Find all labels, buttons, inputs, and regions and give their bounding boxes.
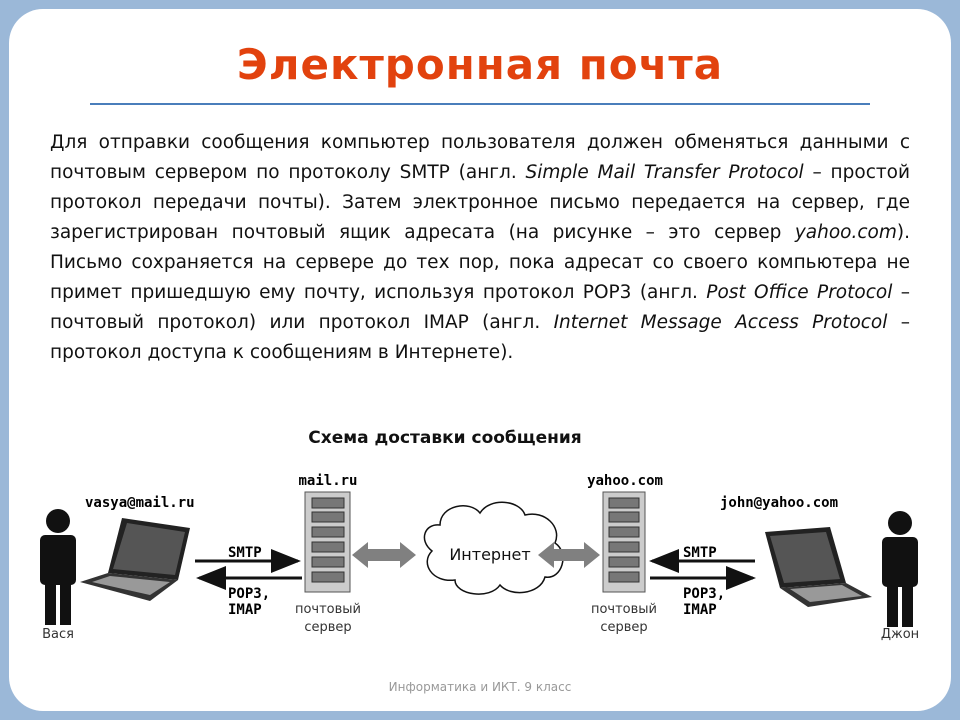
person-icon	[40, 509, 76, 625]
laptop-icon	[80, 518, 190, 601]
text: – протокол доступа к сообщениям в Интерн…	[50, 312, 910, 363]
receiver-name: Джон	[881, 627, 919, 642]
server-label-right-2: сервер	[600, 620, 647, 635]
slide-footer: Информатика и ИКТ. 9 класс	[388, 680, 572, 694]
internet-label: Интернет	[449, 545, 530, 564]
pop3-label-left: POP3,	[228, 586, 270, 602]
text-italic: yahoo.com	[794, 222, 897, 243]
text: Для отправки сообщения компьютер пользов…	[50, 132, 910, 183]
cloud-icon	[423, 501, 564, 595]
server-icon	[304, 491, 351, 593]
text-italic: Simple Mail Transfer Protocol	[525, 162, 804, 183]
receiver-email: john@yahoo.com	[720, 495, 838, 511]
person-icon	[882, 511, 918, 627]
text: ). Письмо сохраняется на сервере до тех …	[50, 222, 910, 303]
sender-email: vasya@mail.ru	[85, 495, 195, 511]
imap-label-left: IMAP	[228, 602, 262, 618]
laptop-icon	[765, 527, 872, 607]
slide-title: Электронная почта	[236, 40, 724, 89]
text: – простой протокол передачи почты). Зате…	[50, 162, 910, 243]
smtp-label-right: SMTP	[683, 545, 717, 561]
diagram-caption: Схема доставки сообщения	[308, 428, 582, 448]
server-label-left: почтовый	[295, 602, 361, 617]
smtp-label-left: SMTP	[228, 545, 262, 561]
title-divider	[90, 103, 870, 105]
body-paragraph: Для отправки сообщения компьютер пользов…	[50, 128, 910, 368]
mail-delivery-diagram: Вася vasya@mail.ru SMTP POP3, IMAP mail.…	[40, 473, 919, 642]
double-arrow-icon	[352, 542, 416, 568]
double-arrow-icon	[538, 542, 600, 568]
server-domain-left: mail.ru	[298, 473, 357, 489]
text: – почтовый протокол) или протокол IMAP (…	[50, 282, 910, 333]
server-label-left-2: сервер	[304, 620, 351, 635]
pop3-label-right: POP3,	[683, 586, 725, 602]
sender-name: Вася	[42, 627, 74, 642]
server-domain-right: yahoo.com	[587, 473, 663, 489]
server-icon	[602, 491, 646, 593]
text-italic: Internet Message Access Protocol	[553, 312, 888, 333]
server-label-right: почтовый	[591, 602, 657, 617]
text-italic: Post Office Protocol	[706, 282, 893, 303]
imap-label-right: IMAP	[683, 602, 717, 618]
